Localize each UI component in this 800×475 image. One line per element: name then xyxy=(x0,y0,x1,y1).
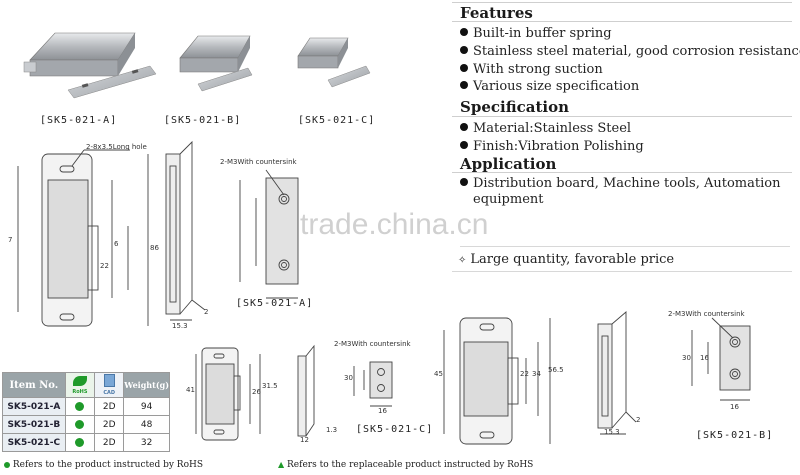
dim-label: 16 xyxy=(730,403,739,411)
application-divider xyxy=(452,172,792,173)
strike-plate-b xyxy=(197,67,253,92)
rohs-dot-icon xyxy=(75,401,85,411)
plate-note-c: 2-M3With countersink xyxy=(334,340,411,348)
footnote-replaceable: ▲ Refers to the replaceable product inst… xyxy=(278,460,534,470)
drawing-caption-a: [SK5-021-A] xyxy=(236,298,314,309)
dim-label: 31.5 xyxy=(262,382,278,390)
catch-photo-c xyxy=(297,37,349,69)
dim-label: 16 xyxy=(700,354,709,362)
table-row: SK5-021-B 2D 48 xyxy=(2,415,170,434)
price-bottom-divider xyxy=(452,271,792,272)
photo-caption-b: [SK5-021-B] xyxy=(164,115,242,126)
technical-drawing-c xyxy=(195,344,393,441)
table-header-row: Item No. RoHS CAD Weight(g) xyxy=(2,372,170,398)
technical-drawing-b xyxy=(443,311,751,445)
model-cell: SK5-021-B xyxy=(2,415,66,434)
bullet-icon xyxy=(460,64,468,72)
application-item-continued: equipment xyxy=(473,192,544,207)
bullet-icon xyxy=(460,28,468,36)
dim-label: 26 xyxy=(252,388,261,396)
model-cell: SK5-021-C xyxy=(2,433,66,452)
spec-item: Finish:Vibration Polishing xyxy=(460,139,644,154)
dim-label: 86 xyxy=(150,244,159,252)
spec-table: Item No. RoHS CAD Weight(g) SK5-021-A 2D… xyxy=(2,372,170,452)
price-note: ✧Large quantity, favorable price xyxy=(458,252,675,267)
dim-label: 16 xyxy=(378,407,387,415)
cad-cell: 2D xyxy=(94,397,125,416)
cad-cell: 2D xyxy=(94,415,125,434)
dim-label: 56.5 xyxy=(548,366,564,374)
dim-label: 41 xyxy=(186,386,195,394)
table-row: SK5-021-C 2D 32 xyxy=(2,433,170,452)
dim-label: 2 xyxy=(204,308,209,316)
dim-label: 22 xyxy=(520,370,529,378)
feature-item: Built-in buffer spring xyxy=(460,26,612,41)
header-item-no: Item No. xyxy=(2,372,66,398)
feature-item: Various size specification xyxy=(460,79,639,94)
features-heading: Features xyxy=(460,4,533,22)
header-cad: CAD xyxy=(94,372,125,398)
dim-label: 12 xyxy=(300,436,309,444)
hole-note-a: 2-8x3.5Long hole xyxy=(86,143,147,151)
strike-plate-c xyxy=(327,65,371,88)
feature-item: Stainless steel material, good corrosion… xyxy=(460,44,800,59)
model-cell: SK5-021-A xyxy=(2,397,66,416)
weight-cell: 32 xyxy=(123,433,170,452)
technical-drawing-a xyxy=(17,140,299,327)
bullet-icon xyxy=(460,81,468,89)
table-row: SK5-021-A 2D 94 xyxy=(2,397,170,416)
dim-label: 1.3 xyxy=(326,426,338,434)
cad-file-icon xyxy=(103,374,115,387)
plate-note-a: 2-M3With countersink xyxy=(220,158,297,166)
catch-photo-a xyxy=(23,32,136,77)
bullet-icon xyxy=(460,46,468,54)
application-item: Distribution board, Machine tools, Autom… xyxy=(460,176,780,191)
application-heading: Application xyxy=(460,155,557,173)
specification-heading: Specification xyxy=(460,98,569,116)
photo-caption-c: [SK5-021-C] xyxy=(298,115,376,126)
weight-cell: 94 xyxy=(123,397,170,416)
sparkle-icon: ✧ xyxy=(458,255,467,266)
drawing-caption-c: [SK5-021-C] xyxy=(356,424,434,435)
dim-label: 22 xyxy=(100,262,109,270)
spec-item: Material:Stainless Steel xyxy=(460,121,631,136)
catch-photo-b xyxy=(179,35,251,73)
bullet-icon xyxy=(460,178,468,186)
spec-divider xyxy=(452,116,792,117)
weight-cell: 48 xyxy=(123,415,170,434)
photo-caption-a: [SK5-021-A] xyxy=(40,115,118,126)
top-divider xyxy=(452,2,792,3)
dim-label: 6 xyxy=(114,240,119,248)
dim-label: 30 xyxy=(344,374,353,382)
rohs-cell xyxy=(64,415,96,434)
bullet-icon xyxy=(460,123,468,131)
strike-plate-a xyxy=(67,65,157,99)
rohs-dot-icon xyxy=(75,437,85,447)
dim-label: 7 xyxy=(8,236,13,244)
rohs-leaf-icon xyxy=(72,375,87,386)
product-photos xyxy=(23,32,371,99)
dim-label: 15.3 xyxy=(604,428,620,436)
header-weight: Weight(g) xyxy=(123,372,170,398)
dim-label: 2 xyxy=(636,416,641,424)
watermark-text: trade.china.cn xyxy=(300,208,489,241)
rohs-cell xyxy=(64,397,96,416)
cad-cell: 2D xyxy=(94,433,125,452)
features-divider xyxy=(452,21,792,22)
header-rohs: RoHS xyxy=(64,372,96,398)
rohs-cell xyxy=(64,433,96,452)
dim-label: 34 xyxy=(532,370,541,378)
dim-label: 30 xyxy=(682,354,691,362)
triangle-icon: ▲ xyxy=(278,460,285,469)
feature-item: With strong suction xyxy=(460,62,603,77)
rohs-dot-icon xyxy=(75,419,85,429)
bullet-icon xyxy=(460,141,468,149)
price-divider xyxy=(460,246,790,247)
footnote-rohs: Refers to the product instructed by RoHS xyxy=(4,460,203,470)
dim-label: 45 xyxy=(434,370,443,378)
drawing-caption-b: [SK5-021-B] xyxy=(696,430,774,441)
rohs-dot-icon xyxy=(4,461,10,468)
plate-note-b: 2-M3With countersink xyxy=(668,310,745,318)
dim-label: 15.3 xyxy=(172,322,188,330)
